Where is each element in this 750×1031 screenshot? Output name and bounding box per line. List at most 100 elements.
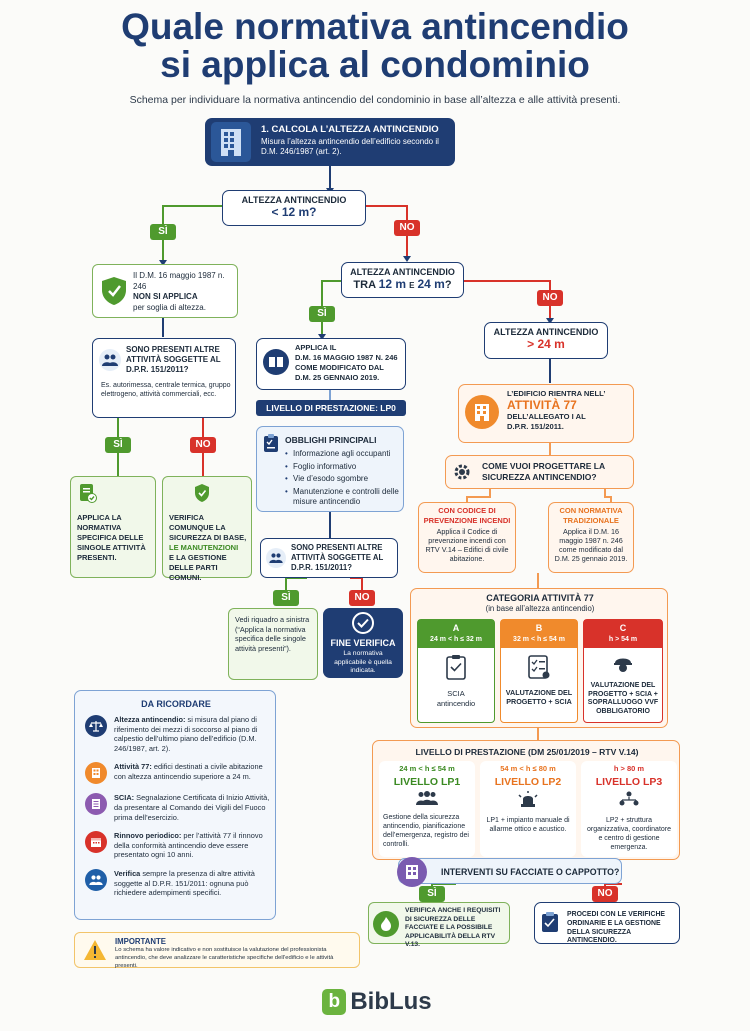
levels-title: LIVELLO DI PRESTAZIONE (DM 25/01/2019 – … [415, 747, 639, 757]
facades-yes-pill: SÌ [419, 886, 445, 902]
verify-basic-box: VERIFICA COMUNQUE LA SICUREZZA DI BASE, … [162, 476, 252, 582]
lp3-range: h > 80 m [613, 764, 645, 773]
level-lp1: 24 m < h ≤ 54 m LIVELLO LP1 Gestione del… [379, 761, 475, 857]
page-subtitle: Schema per individuare la normativa anti… [129, 94, 621, 106]
reminder-term: SCIA: [114, 793, 135, 803]
flame-icon [373, 911, 399, 937]
q2-no-pill: NO [537, 290, 563, 306]
document-check-icon [79, 483, 97, 508]
level-lp2: 54 m < h ≤ 80 m LIVELLO LP2 LP1 + impian… [480, 761, 576, 857]
not-applies-box: Il D.M. 16 maggio 1987 n. 246 NON SI APP… [92, 264, 238, 318]
categories-subtitle: (in base all’altezza antincendio) [485, 604, 595, 613]
check-circle-icon [352, 612, 374, 634]
height-question-12-24: ALTEZZA ANTINCENDIO TRA 12 m E 24 m? [341, 262, 464, 298]
shield-icon [99, 275, 129, 307]
clipboard-check-icon [445, 654, 467, 685]
reminder-term: Rinnovo periodico: [114, 831, 182, 841]
obligation-item: Vie d’esodo sgombre [285, 474, 401, 485]
reminder-item: Rinnovo periodico: per l’attività 77 il … [85, 831, 271, 860]
not-applies-text-3: per soglia di altezza. [133, 302, 206, 312]
not-applies-text-1: Il D.M. 16 maggio 1987 n. 246 [133, 271, 225, 291]
lp2-range: 54 m < h ≤ 80 m [500, 764, 556, 773]
q2-value-e: ? [444, 279, 452, 291]
checklist-icon [527, 654, 551, 685]
obligation-item: Informazione agli occupanti [285, 449, 401, 460]
obligations-title: OBBLIGHI PRINCIPALI [285, 435, 377, 445]
important-text: Lo schema ha valore indicativo e non sos… [115, 947, 334, 969]
page-title-line-2: si applica al condominio [160, 44, 590, 85]
q2-value-c: E [409, 281, 415, 290]
page-title-line-1: Quale normativa antincendio [121, 6, 629, 47]
reminder-text: Segnalazione Certificata di Inizio Attiv… [114, 793, 270, 822]
category-c-letter: C [619, 623, 627, 633]
apply-dm-text-2: D.M. 16 MAGGIO 1987 N. 246 [295, 353, 398, 362]
end-title: FINE VERIFICA [330, 638, 396, 648]
category-c: C h > 54 m VALUTAZIONE DEL PROGETTO + SC… [583, 619, 663, 723]
option-code-title: CON CODICE DI PREVENZIONE INCENDI [423, 506, 511, 525]
users-icon [266, 548, 286, 568]
option-traditional-title: CON NORMATIVA TRADIZIONALE [559, 506, 623, 525]
q3-value: > 24 m [527, 337, 565, 351]
reminders-panel: DA RICORDARE Altezza antincendio: si mis… [74, 690, 276, 920]
level-lp3: h > 80 m LIVELLO LP3 LP2 + struttura org… [581, 761, 677, 857]
category-b: B 32 m < h ≤ 54 m VALUTAZIONE DEL PROGET… [500, 619, 578, 723]
alarm-icon [517, 791, 539, 812]
category-b-text: VALUTAZIONE DEL PROGETTO + SCIA [505, 688, 573, 707]
document-icon [85, 793, 107, 816]
firefighter-icon [612, 653, 634, 680]
reminder-item: SCIA: Segnalazione Certificata di Inizio… [85, 793, 271, 822]
activity-77-categories: CATEGORIA ATTIVITÀ 77 (in base all’altez… [410, 588, 668, 728]
reminder-term: Altezza antincendio: [114, 715, 186, 724]
category-b-letter: B [535, 623, 543, 633]
q2-value-d: 24 m [417, 277, 445, 291]
how-design-title: COME VUOI PROGETTARE LA SICUREZZA ANTINC… [482, 461, 605, 482]
facades-question: INTERVENTI SU FACCIATE O CAPPOTTO? [397, 857, 622, 887]
facades-no-pill: NO [592, 886, 618, 902]
option-code-text: Applica il Codice di prevenzione incendi… [425, 527, 509, 563]
facades-yes-box: VERIFICA ANCHE I REQUISITI DI SICUREZZA … [368, 902, 510, 948]
activity-77-text-3: DELL’ALLEGATO I AL [507, 412, 586, 421]
apply-specific-text: APPLICA LA NORMATIVA SPECIFICA DELLE SIN… [77, 513, 146, 562]
lp1-text: Gestione della sicurezza antincendio, pi… [383, 814, 469, 848]
middle-question-title: SONO PRESENTI ALTRE ATTIVITÀ SOGGETTE AL… [291, 543, 384, 572]
category-a: A 24 m < h ≤ 32 m SCIA antincendio [417, 619, 495, 723]
facades-yes-text: VERIFICA ANCHE I REQUISITI DI SICUREZZA … [405, 907, 501, 949]
verify-basic-text-3: E LA GESTIONE DELLE PARTI COMUNI. [169, 553, 227, 582]
activity-77-box: L’EDIFICIO RIENTRA NELL’ ATTIVITÀ 77 DEL… [458, 384, 634, 443]
brand-mark: b [322, 989, 347, 1015]
reminders-title: DA RICORDARE [141, 699, 211, 709]
lp1-range: 24 m < h ≤ 54 m [399, 764, 455, 773]
facades-no-text: PROCEDI CON LE VERIFICHE ORDINARIE E LA … [567, 911, 666, 945]
categories-title: CATEGORIA ATTIVITÀ 77 [486, 593, 594, 603]
building-icon [211, 122, 251, 162]
step1-heading: 1. CALCOLA L’ALTEZZA ANTINCENDIO [261, 124, 439, 135]
option-traditional-text: Applica il D.M. 16 maggio 1987 n. 246 co… [554, 527, 628, 563]
q3-label: ALTEZZA ANTINCENDIO [493, 327, 599, 337]
activity-77-text-4: D.P.R. 151/2011. [507, 422, 564, 431]
category-a-text: SCIA antincendio [436, 689, 476, 708]
option-traditional-box: CON NORMATIVA TRADIZIONALE Applica il D.… [548, 502, 634, 573]
see-left-text: Vedi riquadro a sinistra (“Applica la no… [235, 615, 310, 653]
obligation-item: Manutenzione e controlli delle misure an… [285, 487, 401, 508]
q1-yes-pill: SÌ [150, 224, 176, 240]
reminder-term: Verifica [114, 868, 141, 878]
reminder-item: Verifica sempre la presenza di altre att… [85, 868, 271, 898]
important-title: IMPORTANTE [115, 937, 166, 946]
apply-dm-1987-box: APPLICA IL D.M. 16 MAGGIO 1987 N. 246 CO… [256, 338, 406, 390]
lp1-name: LIVELLO LP1 [393, 776, 461, 788]
main-obligations-box: OBBLIGHI PRINCIPALI Informazione agli oc… [256, 426, 404, 512]
important-note: IMPORTANTE Lo schema ha valore indicativ… [74, 932, 360, 969]
performance-levels: LIVELLO DI PRESTAZIONE (DM 25/01/2019 – … [372, 740, 680, 860]
reminder-text: si misura dal piano di riferimento dei m… [114, 715, 258, 753]
reminder-item: Attività 77: edifici destinati a civile … [85, 762, 271, 785]
q2-value-b: 12 m [378, 277, 407, 291]
gear-icon [452, 462, 472, 487]
apply-specific-box: APPLICA LA NORMATIVA SPECIFICA DELLE SIN… [70, 476, 156, 578]
scale-icon [85, 715, 107, 737]
reminder-text: sempre la presenza di altre attività sog… [114, 868, 255, 898]
q1-value: < 12 m? [271, 205, 317, 219]
org-chart-icon [618, 791, 640, 812]
reminder-term: Attività 77: [114, 762, 152, 772]
left-question-examples: Es. autorimessa, centrale termica, grupp… [101, 382, 231, 398]
